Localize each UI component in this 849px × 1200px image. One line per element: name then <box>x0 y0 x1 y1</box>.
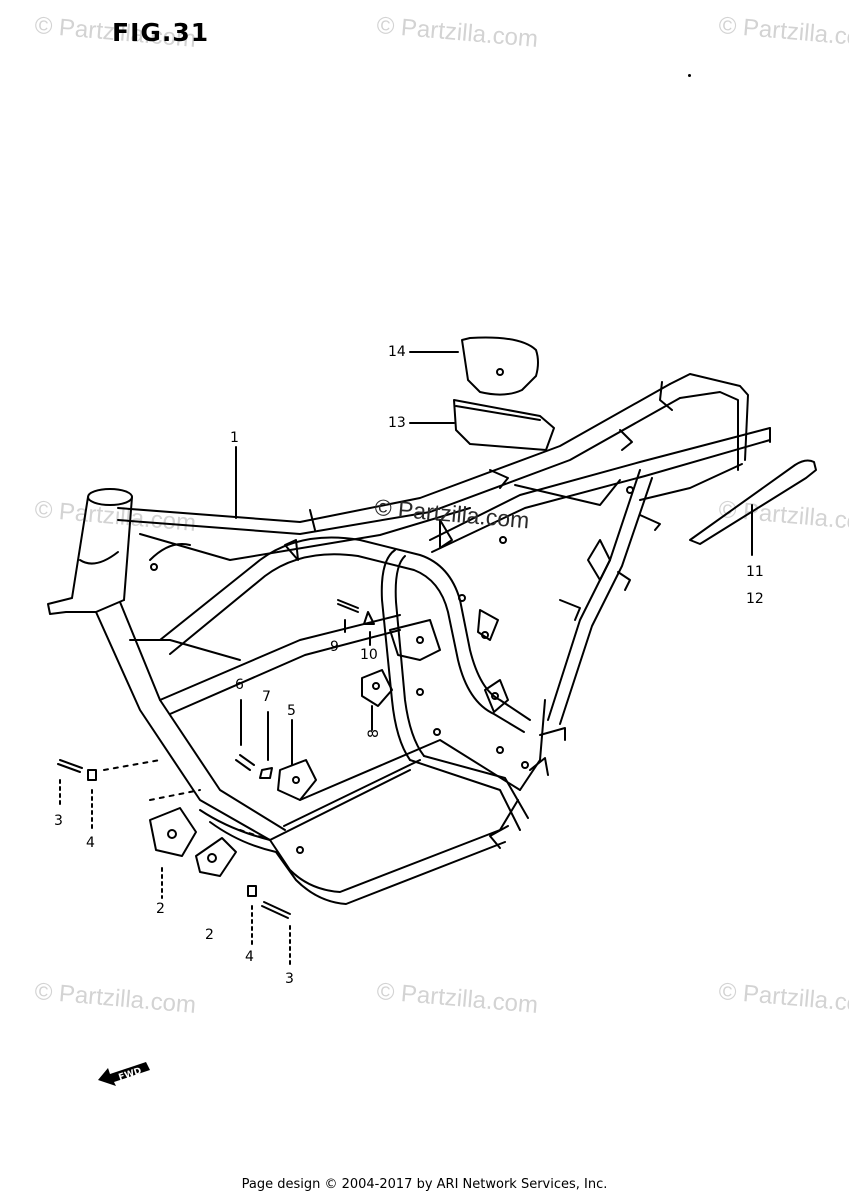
footer-credit: Page design © 2004-2017 by ARI Network S… <box>241 1177 608 1192</box>
callout-2-lower: 2 <box>205 927 214 943</box>
callout-13: 13 <box>388 415 406 431</box>
part-8-plate <box>361 669 393 731</box>
down-tubes <box>95 601 401 841</box>
rear-subframe <box>429 427 771 725</box>
callout-4-lower: 4 <box>245 949 254 965</box>
callout-12: 12 <box>746 591 764 607</box>
callout-14: 14 <box>388 344 406 360</box>
fwd-label: FWD <box>117 1066 142 1083</box>
fasteners-left <box>57 759 237 899</box>
fasteners-lower <box>247 885 291 967</box>
callout-7: 7 <box>262 689 271 705</box>
callout-10: 10 <box>360 647 378 663</box>
callout-4-left: 4 <box>86 835 95 851</box>
callout-6: 6 <box>235 677 244 693</box>
lower-rails <box>199 699 546 905</box>
fwd-arrow-icon: FWD <box>98 1062 150 1086</box>
mounting-tabs <box>149 427 771 849</box>
figure-title: FIG.31 <box>112 18 210 47</box>
callout-5: 5 <box>287 703 296 719</box>
part-13-tray <box>409 399 555 451</box>
part-11-stay <box>689 459 817 556</box>
upper-main-tubes <box>117 373 749 561</box>
callout-1: 1 <box>230 430 239 446</box>
callout-8: 8 <box>366 729 382 738</box>
callout-2-upper: 2 <box>156 901 165 917</box>
bolt-holes <box>150 486 634 854</box>
callout-11: 11 <box>746 564 764 580</box>
callout-3-lower: 3 <box>285 971 294 987</box>
fasteners-9-10 <box>337 599 375 646</box>
callout-9: 9 <box>330 639 339 655</box>
fasteners-5-6-7 <box>235 699 317 801</box>
part-14-cover <box>409 336 539 396</box>
cradle-loop <box>159 536 531 831</box>
dashed-guides <box>103 759 271 841</box>
speck <box>688 74 691 77</box>
callout-3-left: 3 <box>54 813 63 829</box>
